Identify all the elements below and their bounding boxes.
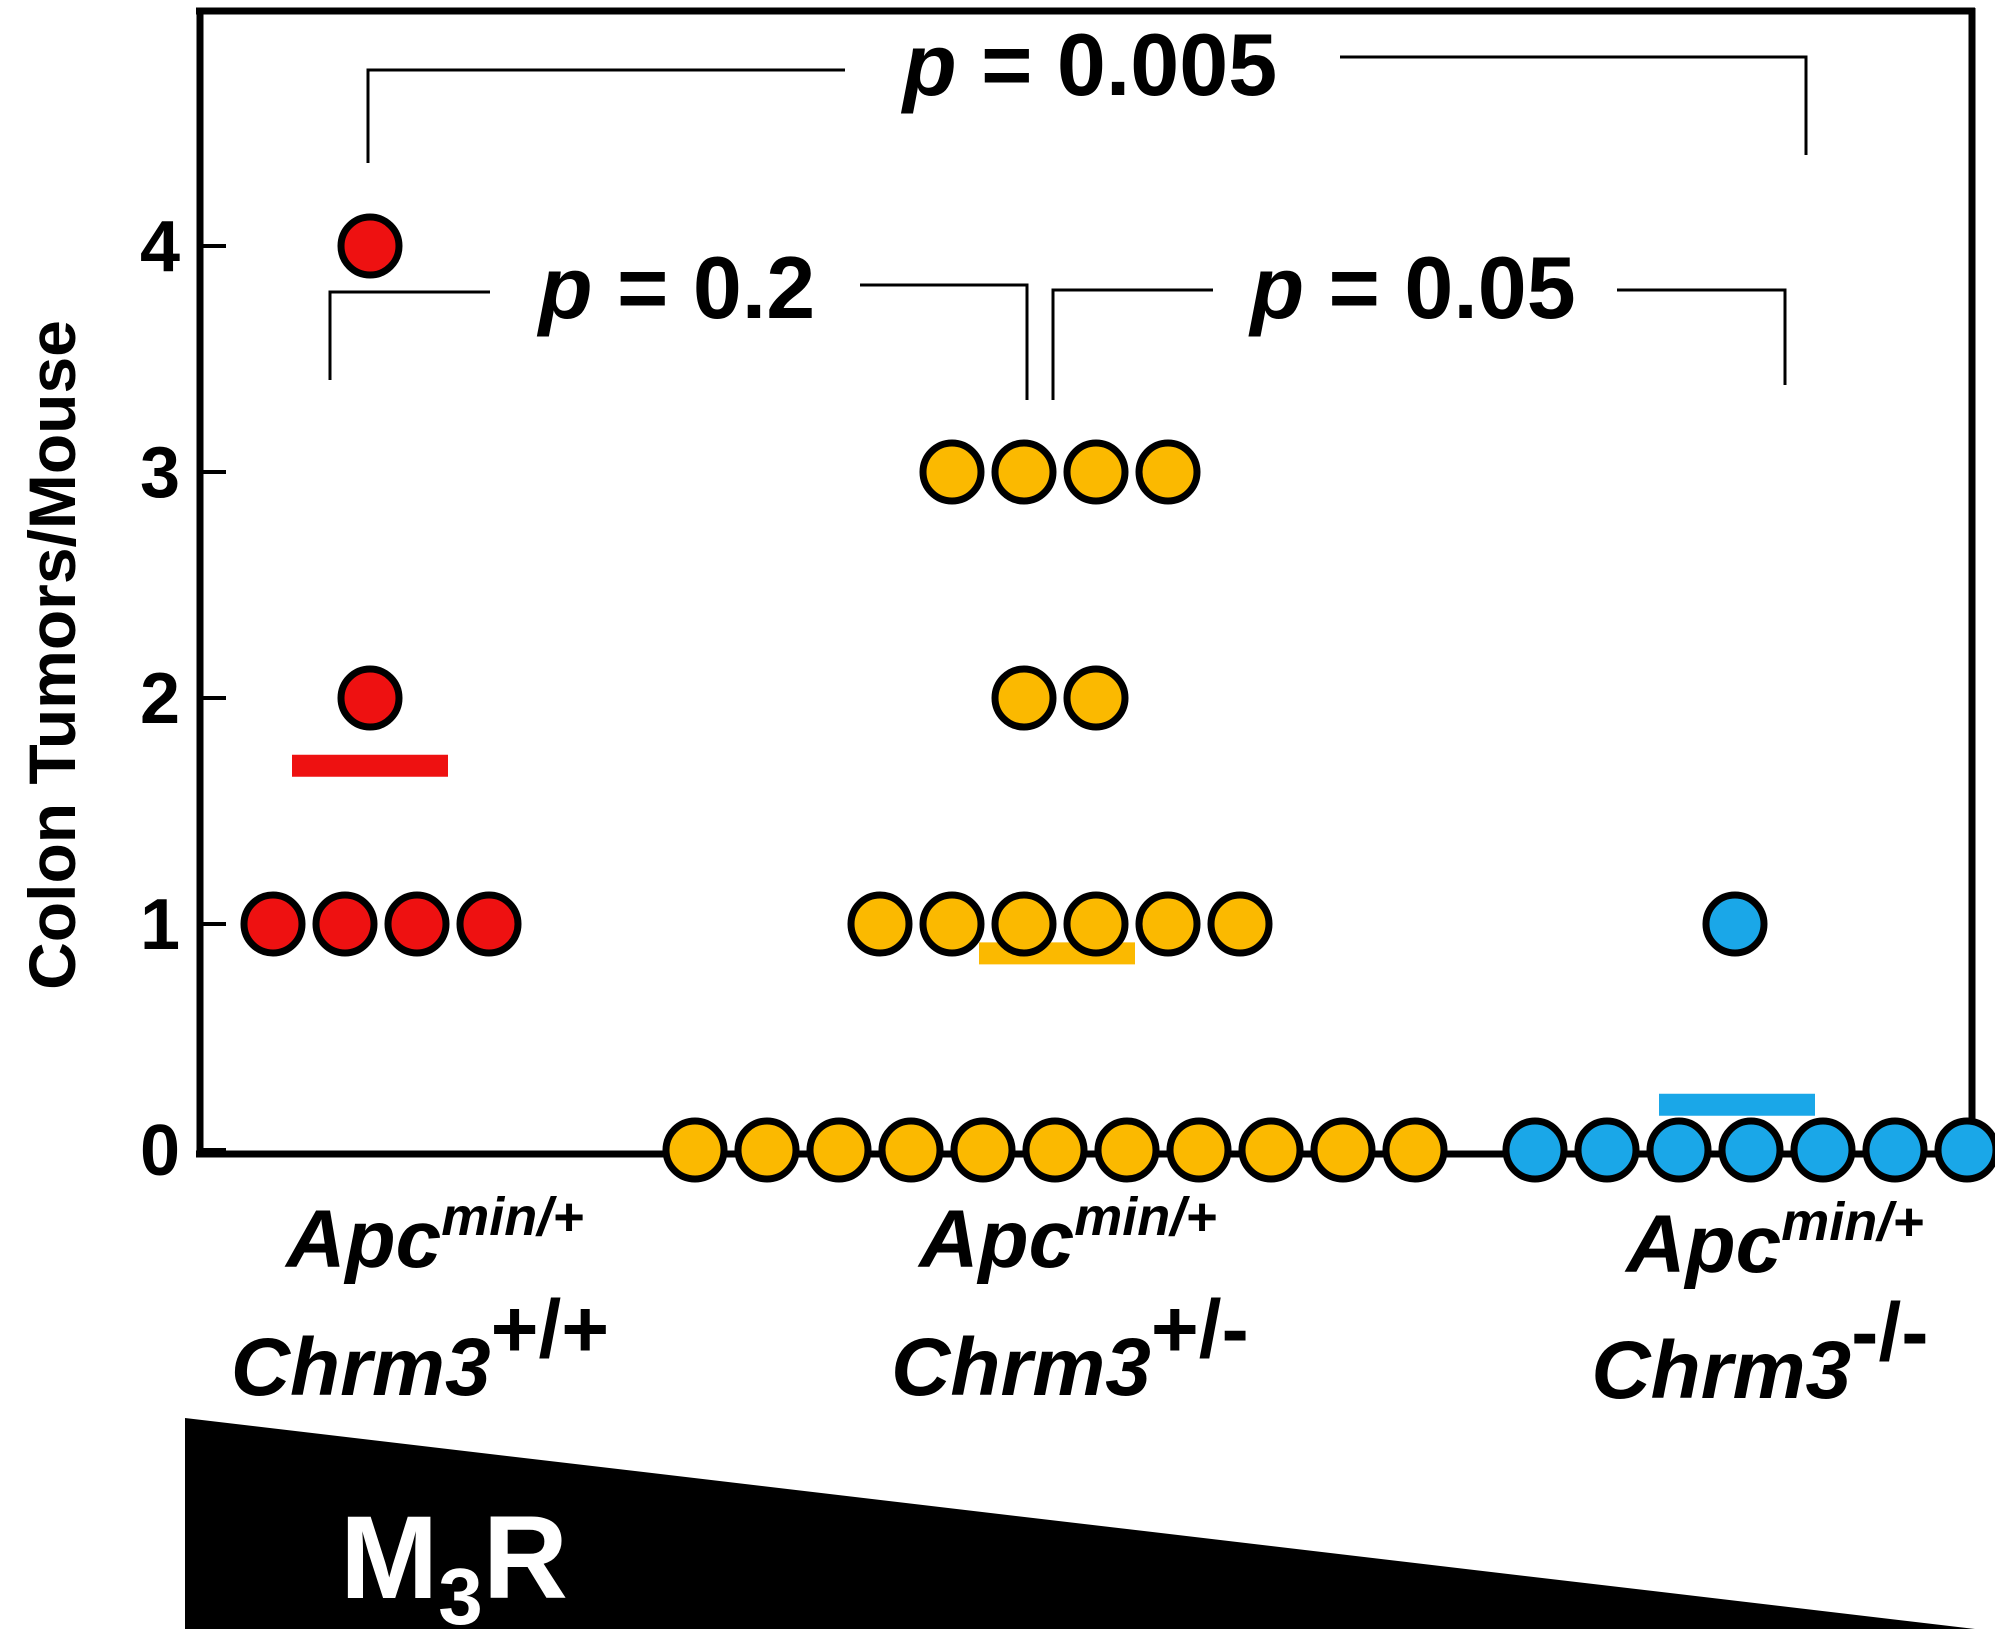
x-category-labels: Apcmin/+ Chrm3+/+ Apcmin/+ Chrm3+/- Apcm… <box>231 1187 1929 1416</box>
gene-chrm3: Chrm3 <box>231 1322 491 1413</box>
p-value-label: p = 0.05 <box>1248 238 1575 337</box>
group-label-het-line1: Apcmin/+ <box>917 1187 1216 1285</box>
bracket-p005-right <box>1340 55 1808 155</box>
data-point <box>1310 1117 1376 1183</box>
data-point <box>1135 439 1201 505</box>
data-point <box>662 1117 728 1183</box>
m3r-gradient-wedge: M3R <box>185 1418 1975 1637</box>
p-symbol: p <box>537 238 593 337</box>
group-label-wt-line1: Apcmin/+ <box>284 1187 583 1285</box>
bracket-p02-right <box>860 283 1029 400</box>
data-point <box>1063 439 1129 505</box>
group-label-wt-line2: Chrm3+/+ <box>231 1284 609 1413</box>
data-point <box>1934 1117 1995 1183</box>
gene-apc: Apc <box>917 1194 1074 1285</box>
data-point <box>456 891 522 957</box>
data-points <box>240 213 1995 1183</box>
gradient-label-tail: R <box>483 1492 568 1624</box>
p-value-label: p = 0.005 <box>901 15 1277 114</box>
data-point <box>950 1117 1016 1183</box>
data-point <box>312 891 378 957</box>
y-ticks: 0 1 2 3 4 <box>140 207 226 1191</box>
axes <box>196 7 1976 1158</box>
data-point <box>337 665 403 731</box>
data-point <box>1063 891 1129 957</box>
gene-chrm3: Chrm3 <box>891 1322 1151 1413</box>
p-symbol: p <box>1248 238 1304 337</box>
group-label-het-line2: Chrm3+/- <box>891 1284 1249 1413</box>
allele-superscript: -/- <box>1851 1287 1928 1378</box>
bracket-p005 <box>366 68 845 163</box>
data-point <box>991 665 1057 731</box>
data-point <box>1790 1117 1856 1183</box>
data-point <box>1382 1117 1448 1183</box>
data-point <box>991 439 1057 505</box>
data-point <box>919 891 985 957</box>
y-tick-label: 4 <box>140 207 180 287</box>
gradient-label: M3R <box>340 1492 568 1637</box>
y-tick-label: 2 <box>140 659 180 739</box>
data-point <box>1135 891 1201 957</box>
allele-superscript: +/+ <box>491 1284 610 1375</box>
bracket-p02 <box>328 290 490 380</box>
significance-brackets: p = 0.005 p = 0.2 p = 0.05 <box>328 15 1808 400</box>
allele-superscript: min/+ <box>1781 1192 1924 1252</box>
data-point <box>240 891 306 957</box>
y-axis-label: Colon Tumors/Mouse <box>15 320 89 990</box>
y-tick-label: 3 <box>140 433 180 513</box>
data-point <box>1502 1117 1568 1183</box>
data-point <box>1094 1117 1160 1183</box>
p-value-text: = 0.005 <box>957 15 1278 114</box>
p-value-label: p = 0.2 <box>537 238 815 337</box>
data-point <box>1862 1117 1928 1183</box>
gene-chrm3: Chrm3 <box>1591 1325 1851 1416</box>
allele-superscript: min/+ <box>1074 1187 1217 1247</box>
group-label-ko-line2: Chrm3-/- <box>1591 1287 1928 1416</box>
y-tick-label: 0 <box>140 1111 180 1191</box>
data-point <box>1063 665 1129 731</box>
data-point <box>991 891 1057 957</box>
data-point <box>1238 1117 1304 1183</box>
group-label-ko-line1: Apcmin/+ <box>1624 1192 1923 1290</box>
gradient-label-subscript: 3 <box>438 1552 483 1637</box>
p-value-text: = 0.2 <box>593 238 816 337</box>
gene-apc: Apc <box>284 1194 441 1285</box>
allele-superscript: min/+ <box>441 1187 584 1247</box>
data-point <box>806 1117 872 1183</box>
data-point <box>1022 1117 1088 1183</box>
y-tick-label: 1 <box>140 885 180 965</box>
data-point <box>1166 1117 1232 1183</box>
p-value-text: = 0.05 <box>1304 238 1576 337</box>
bracket-p005b <box>1051 288 1213 400</box>
allele-superscript: +/- <box>1151 1284 1249 1375</box>
data-point <box>1207 891 1273 957</box>
data-point <box>847 891 913 957</box>
data-point <box>1702 891 1768 957</box>
data-point <box>1574 1117 1640 1183</box>
gene-apc: Apc <box>1624 1199 1781 1290</box>
data-point <box>734 1117 800 1183</box>
bracket-p005b-right <box>1617 288 1787 385</box>
data-point <box>384 891 450 957</box>
gradient-label-main: M <box>340 1492 438 1624</box>
gradient-triangle <box>185 1418 1975 1629</box>
data-point <box>1646 1117 1712 1183</box>
p-symbol: p <box>901 15 957 114</box>
data-point <box>919 439 985 505</box>
data-point <box>878 1117 944 1183</box>
data-point <box>337 213 403 279</box>
data-point <box>1718 1117 1784 1183</box>
